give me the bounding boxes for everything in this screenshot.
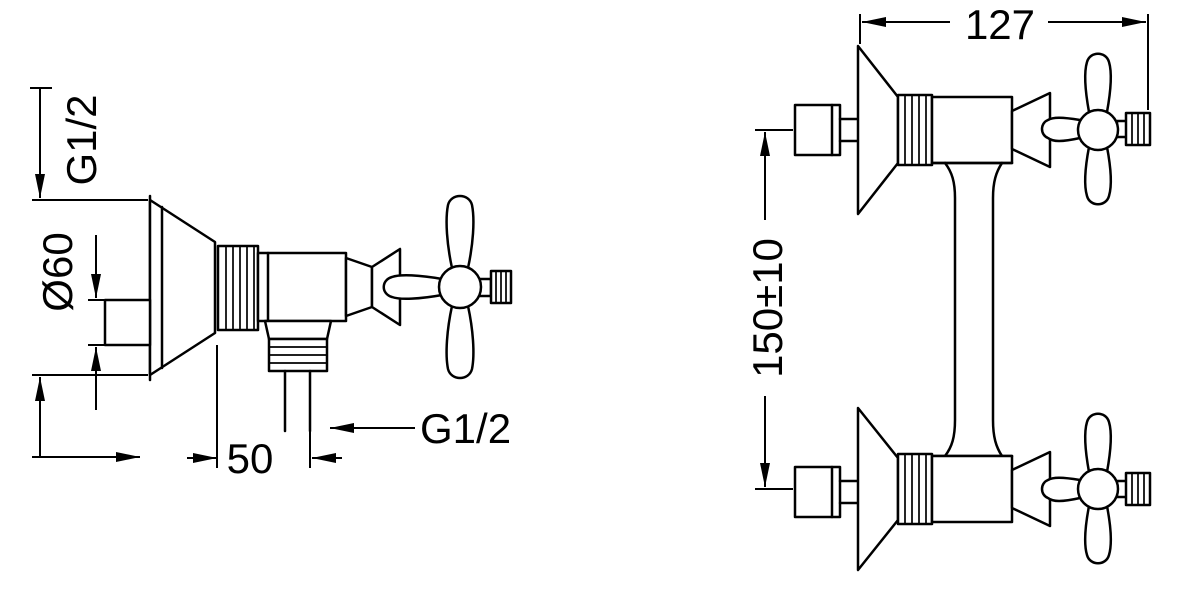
dim-label-plate-diameter: Ø60 — [34, 232, 81, 311]
shaft-left-edge — [943, 161, 957, 458]
top-nut-ribbing — [904, 95, 927, 165]
handle-arm-bottom — [445, 304, 475, 380]
dimension-inlet-thread: G1/2 — [30, 87, 148, 201]
outlet-flange — [263, 319, 333, 341]
outlet-thread-section — [267, 337, 329, 373]
dimension-plate-bottom — [32, 374, 148, 462]
dim-label-overall-width: 127 — [965, 1, 1035, 48]
handle-taper — [344, 256, 374, 318]
dimension-outlet-offset: 50 — [187, 345, 342, 482]
handle-end-cap — [489, 269, 513, 305]
shaft-right-edge — [991, 161, 1004, 458]
dimension-plate-diameter: Ø60 — [34, 232, 104, 410]
top-handle-arm-up — [1084, 52, 1112, 114]
wall-inlet-connector — [103, 298, 152, 347]
bottom-cross-handle — [1040, 412, 1152, 565]
faucet-side-view — [103, 194, 513, 433]
bottom-nut-ribbing — [904, 454, 927, 524]
cross-handle — [382, 194, 513, 380]
top-handle-bell — [1010, 91, 1052, 169]
top-mounting-nut — [896, 93, 934, 167]
bottom-mounting-nut — [896, 452, 934, 526]
dim-label-inlet-thread: G1/2 — [58, 94, 105, 185]
handle-arm-left — [382, 274, 444, 300]
dimension-mounting-distance: 150±10 — [744, 129, 793, 490]
top-valve-body — [930, 95, 1014, 165]
top-handle-arm-left — [1040, 116, 1082, 143]
handle-cap-ribbing — [495, 271, 507, 303]
bottom-valve-body — [930, 454, 1014, 524]
bottom-handle-end-cap — [1124, 471, 1152, 507]
dimension-outlet-thread: G1/2 — [330, 405, 511, 452]
bottom-handle-hub — [1076, 467, 1120, 511]
bottom-cap-ribbing — [1131, 473, 1145, 505]
faucet-front-view — [793, 44, 1152, 572]
outlet-thread-hatching — [269, 346, 327, 364]
dimension-overall-width: 127 — [859, 1, 1149, 110]
valve-body — [256, 251, 348, 323]
handle-hub — [437, 264, 483, 310]
bottom-handle-arm-left — [1040, 476, 1082, 503]
outlet-pipe — [283, 369, 312, 433]
handle-arm-top — [445, 194, 475, 270]
mounting-nut — [216, 244, 260, 332]
top-handle-arm-down — [1084, 145, 1112, 206]
bottom-escutcheon — [856, 406, 900, 572]
bottom-handle-arm-up — [1084, 412, 1112, 474]
side-view-dimensions: G1/2 Ø60 50 G1/2 — [30, 87, 511, 482]
dim-label-mounting-distance: 150±10 — [744, 238, 791, 378]
nut-ribbing — [225, 246, 255, 330]
top-cross-handle — [1040, 52, 1152, 206]
top-handle-hub — [1076, 108, 1120, 152]
top-escutcheon — [856, 44, 900, 216]
bottom-handle-bell — [1010, 450, 1052, 528]
body-shaft — [930, 161, 1014, 458]
front-view-dimensions: 127 150±10 — [744, 1, 1149, 490]
escutcheon-plate — [148, 198, 217, 377]
bottom-handle-arm-down — [1084, 504, 1112, 565]
top-handle-end-cap — [1124, 111, 1152, 147]
dim-label-outlet-offset: 50 — [227, 435, 274, 482]
top-cap-ribbing — [1131, 113, 1145, 145]
dim-label-outlet-thread: G1/2 — [420, 405, 511, 452]
